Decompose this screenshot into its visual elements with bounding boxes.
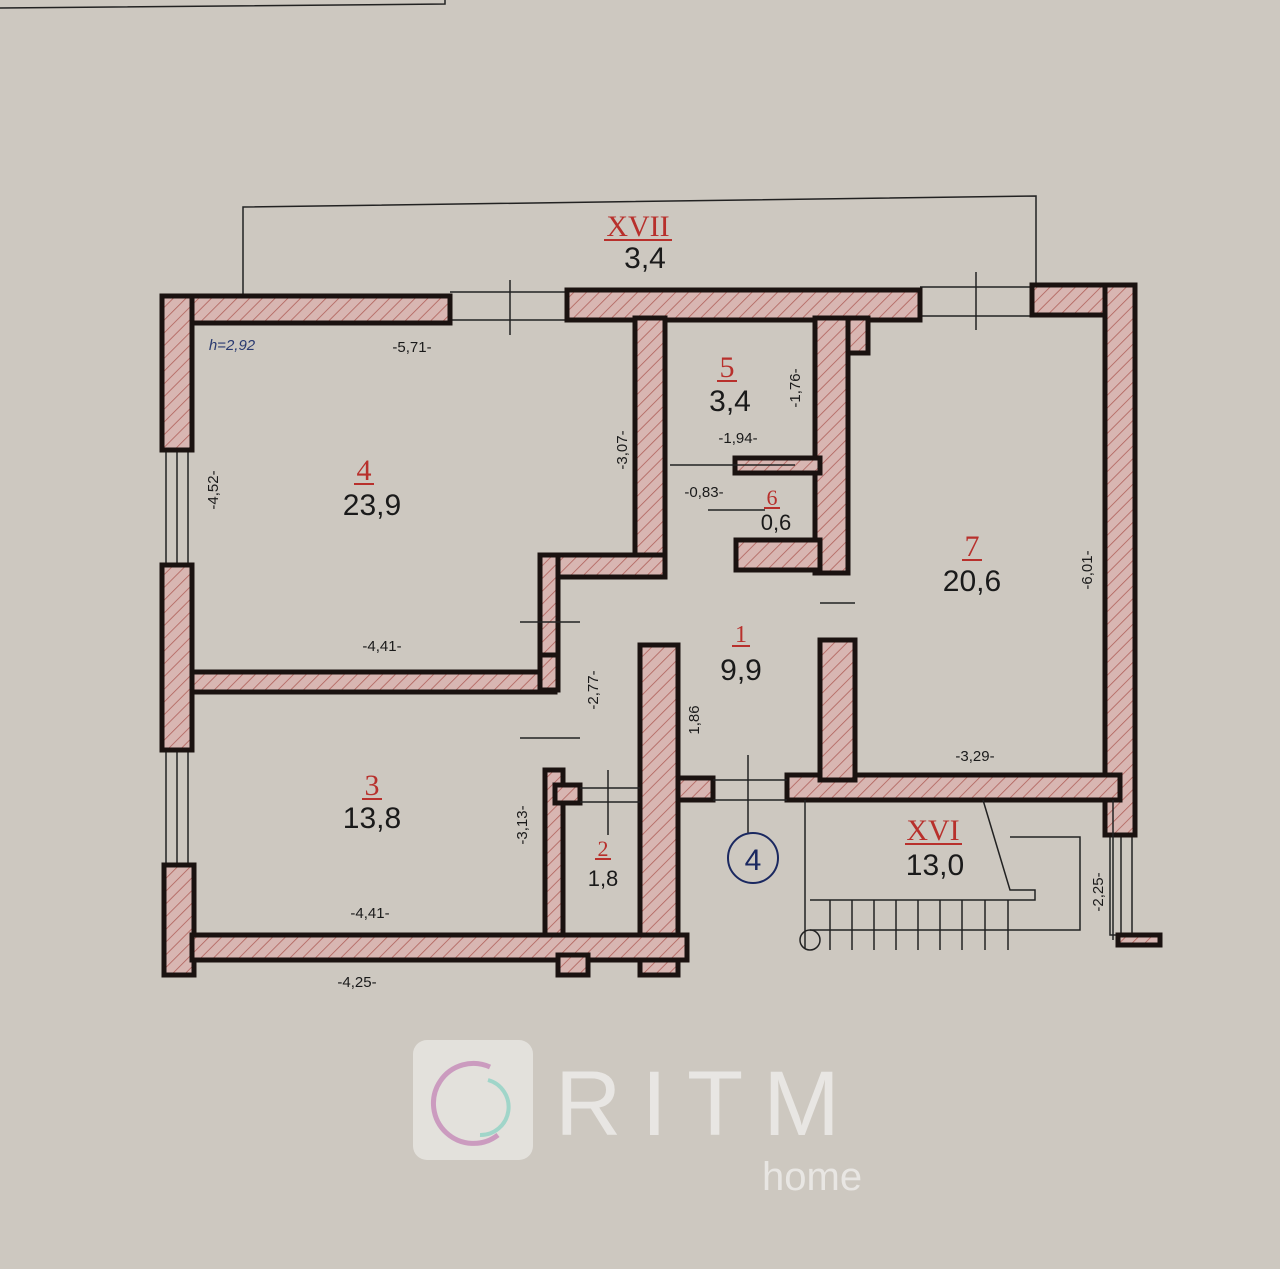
walls (159, 282, 1163, 978)
room-7: 7 20,6 (943, 530, 1001, 598)
dimension-label: 1,86 (686, 705, 703, 734)
dimensions: -5,71- -4,52- -3,07- -4,41- -1,76- -1,94… (205, 339, 1107, 991)
dimension-label: -4,52- (205, 470, 222, 509)
stairs (799, 799, 1114, 951)
dimension-label: -2,25- (1090, 872, 1107, 911)
room-2: 2 1,8 (588, 836, 619, 891)
room-number: 5 (720, 351, 735, 384)
dimension-label: -3,13- (514, 805, 531, 844)
stair-area-xvi: XVI 13,0 (905, 814, 964, 882)
room-6: 6 0,6 (761, 485, 792, 535)
logo-swirl-icon (431, 1060, 500, 1146)
room-area: 20,6 (943, 565, 1001, 598)
room-area: 3,4 (709, 385, 751, 418)
room-area: 13,8 (343, 802, 401, 835)
room-4: 4 23,9 (343, 454, 401, 522)
dimension-label: -2,77- (585, 670, 602, 709)
watermark-sub: home (762, 1155, 862, 1199)
dimension-label: -1,94- (718, 430, 757, 447)
form-border (0, 0, 446, 9)
room-number: 2 (598, 836, 609, 861)
watermark-brand: RITM (555, 1053, 860, 1155)
room-area: 0,6 (761, 510, 792, 535)
ceiling-height: h=2,92 (209, 337, 256, 354)
room-number: XVI (906, 814, 959, 847)
room-number: 3 (365, 769, 380, 802)
room-number: 6 (767, 485, 778, 510)
room-1: 1 9,9 (720, 622, 762, 687)
dimension-label: -3,29- (955, 748, 994, 765)
room-3: 3 13,8 (343, 769, 401, 835)
window-left-2 (165, 749, 189, 866)
window-left-1 (165, 449, 189, 566)
room-5: 5 3,4 (709, 351, 751, 418)
dimension-label: -4,41- (350, 905, 389, 922)
watermark: RITM home (413, 1040, 862, 1199)
dimension-label: -4,41- (362, 638, 401, 655)
dimension-label: -6,01- (1079, 550, 1096, 589)
dimension-label: -0,83- (684, 484, 723, 501)
room-area: 3,4 (624, 242, 666, 275)
room-area: 13,0 (906, 849, 964, 882)
balcony-xvii: XVII 3,4 (604, 210, 672, 275)
dimension-label: -3,07- (614, 430, 631, 469)
dimension-label: -4,25- (337, 974, 376, 991)
dimension-label: -5,71- (392, 339, 431, 356)
room-number: 4 (357, 454, 372, 487)
room-number: XVII (606, 210, 669, 243)
room-area: 23,9 (343, 489, 401, 522)
entrance-marker: 4 (727, 832, 779, 884)
room-number: 1 (735, 622, 747, 648)
room-number: 7 (965, 530, 980, 563)
window-top-left (450, 280, 567, 335)
balcony-outline (242, 195, 1037, 295)
door-lines (520, 464, 855, 835)
dimension-label: -1,76- (787, 368, 804, 407)
room-area: 9,9 (720, 654, 762, 687)
window-top-right (920, 272, 1032, 330)
room-area: 1,8 (588, 866, 619, 891)
svg-text:4: 4 (745, 844, 762, 877)
